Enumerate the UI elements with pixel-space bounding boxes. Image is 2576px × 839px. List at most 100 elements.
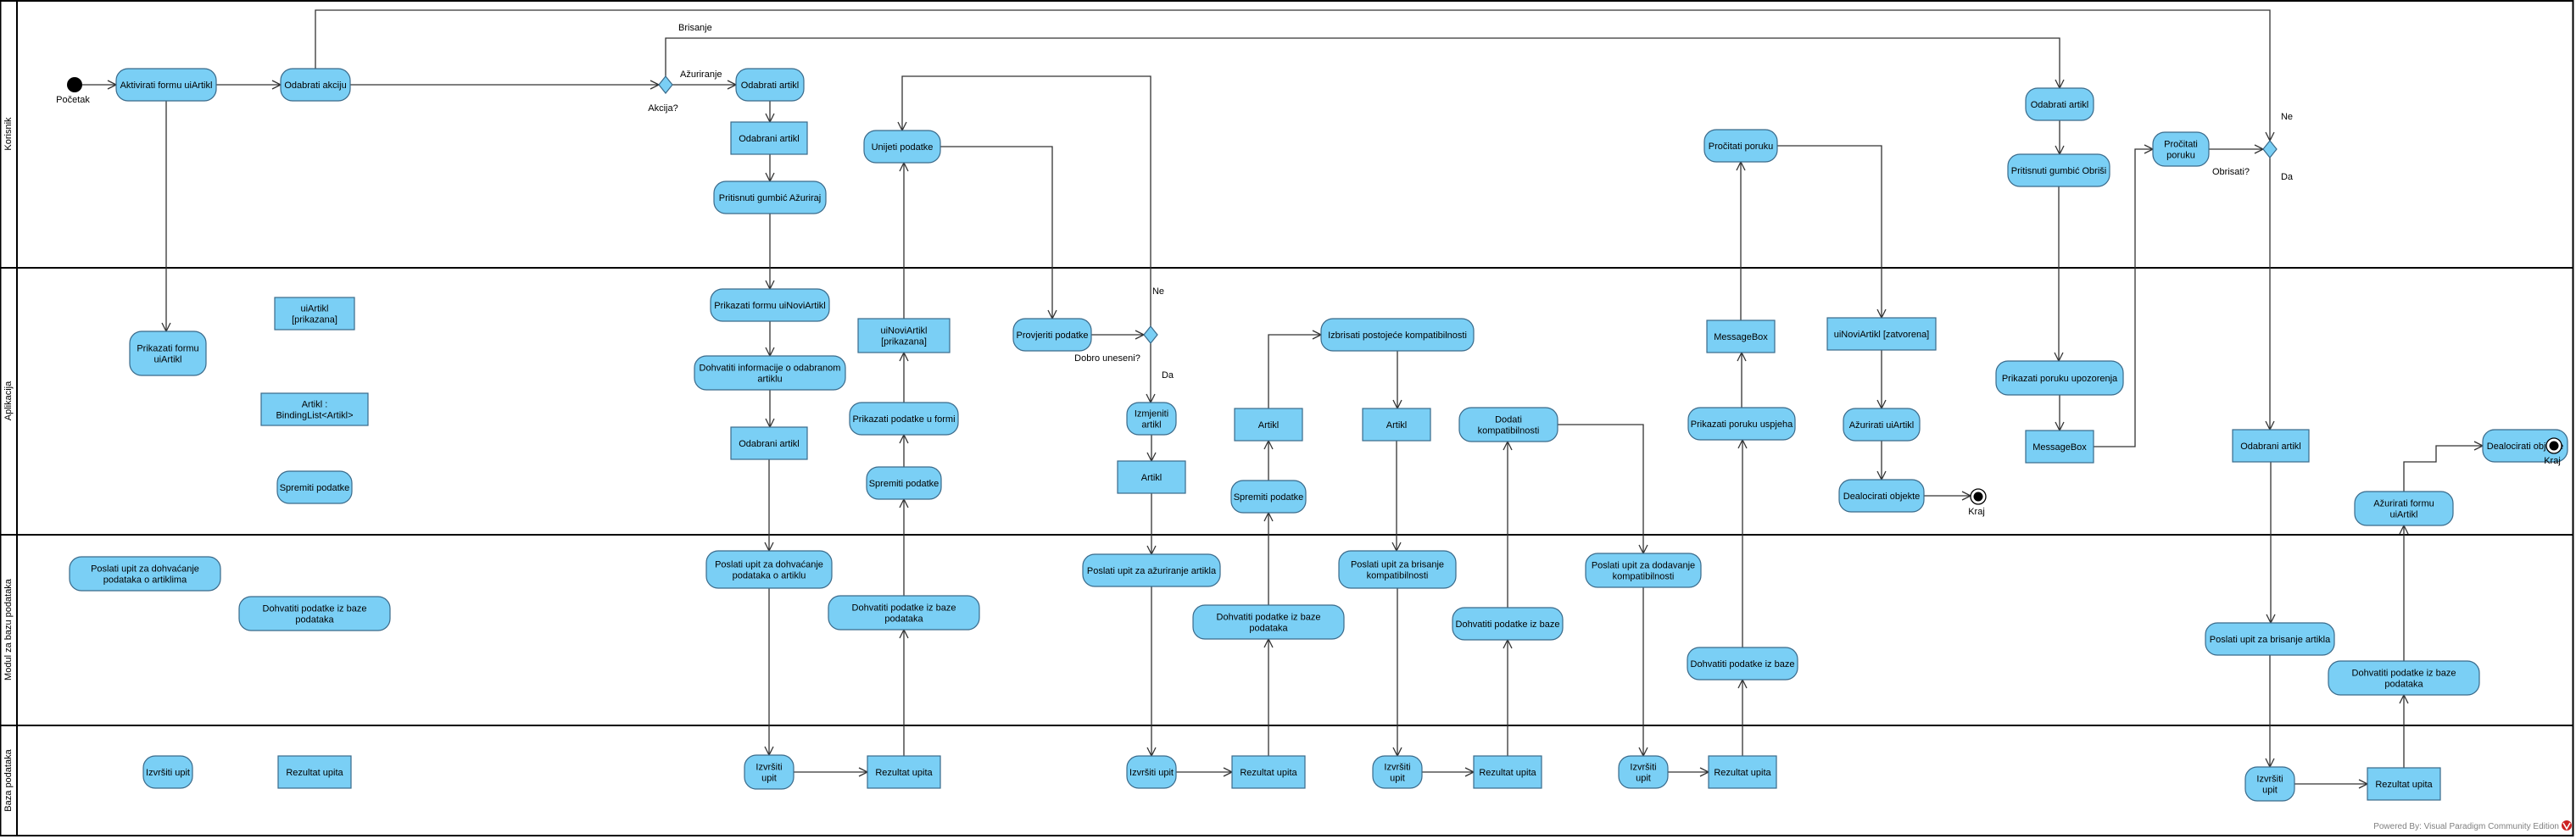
node-rezultat-upita-3: Rezultat upita xyxy=(1231,755,1306,789)
vp-logo-icon xyxy=(2562,820,2572,831)
node-label: Rezultat upita xyxy=(286,768,343,778)
node-dealocirati-objekte-2: Dealocirati objekte xyxy=(2482,429,2568,463)
node-poslati-upit-azuriranje: Poslati upit za ažuriranje artikla xyxy=(1082,553,1221,587)
decision-dobro-uneseni xyxy=(1143,325,1158,344)
footer-credit: Powered By: Visual Paradigm Community Ed… xyxy=(2373,822,2559,831)
label-kraj-2: Kraj xyxy=(2544,456,2561,466)
node-procitati-poruku-1: Pročitati poruku xyxy=(1703,129,1778,163)
node-label: Ažurirati uiArtikl xyxy=(1849,420,1914,431)
node-label: Poslati upit za brisanje artikla xyxy=(2210,635,2331,645)
node-izvrsiti-upit-1: Izvršiti upit xyxy=(142,755,193,789)
nodes: Aktivirati formu uiArtikl Odabrati akciju… xyxy=(67,68,2568,802)
label-ne-2: Ne xyxy=(2281,112,2293,122)
node-label: Pritisnuti gumbić Ažuriraj xyxy=(719,193,821,203)
flow-edge xyxy=(940,146,1052,319)
node-label: Dealocirati objekte xyxy=(1843,492,1921,502)
control-flows xyxy=(82,9,2568,784)
swimlane-labels: Korisnik Aplikacija Modul za bazu podata… xyxy=(3,117,14,812)
node-label: Pritisnuti gumbić Obriši xyxy=(2011,166,2106,176)
node-messagebox-1: MessageBox xyxy=(1706,319,1776,353)
node-label: Aktivirati formu uiArtikl xyxy=(120,81,213,91)
final-node-2 xyxy=(2545,437,2562,454)
node-uinoviartikl-prikazana: uiNoviArtikl[prikazana] xyxy=(857,318,951,353)
node-label: Prikazati podatke u formi xyxy=(852,414,955,425)
node-label: Artikl xyxy=(1258,420,1279,431)
node-label: Prikazati poruku uspjeha xyxy=(1691,420,1793,430)
flow-labels: PočetakKrajKrajBrisanjeAžuriranjeAkcija?… xyxy=(56,23,2561,517)
label-da-1: Da xyxy=(1162,370,1174,381)
node-provjeriti-podatke: Provjeriti podatke xyxy=(1012,318,1092,352)
node-label: Spremiti podatke xyxy=(280,483,350,493)
node-rezultat-upita-4: Rezultat upita xyxy=(1473,755,1542,789)
node-label: Dohvatiti podatke iz baze xyxy=(1691,659,1795,670)
node-label: uiNoviArtikl[prikazana] xyxy=(880,326,927,347)
lane-label-baza: Baza podataka xyxy=(3,748,14,811)
node-label: MessageBox xyxy=(2032,442,2087,453)
node-label: Izvršiti upit xyxy=(1129,768,1174,778)
node-prikazati-poruku-uspjeha: Prikazati poruku uspjeha xyxy=(1687,407,1796,441)
flow-edge xyxy=(1558,424,1643,553)
node-label: Odabrani artikl xyxy=(2240,442,2301,452)
node-label: Izbrisati postojeće kompatibilnosti xyxy=(1328,331,1467,341)
node-label: Rezultat upita xyxy=(1479,768,1536,778)
node-poslati-upit-brisanje-artikla: Poslati upit za brisanje artikla xyxy=(2205,622,2335,656)
node-artikl-obj-1: Artikl xyxy=(1117,460,1186,494)
flow-edge xyxy=(315,9,2270,141)
node-odabrani-artikl-obj-3: Odabrani artikl xyxy=(2232,429,2310,463)
node-odabrati-akciju: Odabrati akciju xyxy=(280,68,351,102)
initial-node xyxy=(67,77,82,92)
node-label: Provjeriti podatke xyxy=(1017,331,1089,341)
label-ne-1: Ne xyxy=(1152,286,1164,297)
node-label: Pročitati poruku xyxy=(1709,142,1773,152)
lane-label-korisnik: Korisnik xyxy=(3,117,14,151)
label-obrisati: Obrisati? xyxy=(2212,167,2250,177)
node-pritisnuti-obrisi: Pritisnuti gumbić Obriši xyxy=(2007,153,2110,187)
flow-edge xyxy=(1777,145,1882,318)
node-artikl-obj-2: Artikl xyxy=(1234,408,1303,442)
node-label: Spremiti podatke xyxy=(1234,492,1304,503)
node-label: Rezultat upita xyxy=(2375,780,2433,790)
node-prikazati-poruku-upozorenja: Prikazati poruku upozorenja xyxy=(1995,360,2124,396)
node-label: Odabrati artikl xyxy=(741,81,799,91)
node-label: Odabrani artikl xyxy=(739,134,800,144)
node-label: Prikazati formu uiNoviArtikl xyxy=(714,301,825,311)
node-rezultat-upita-1: Rezultat upita xyxy=(277,755,352,789)
decision-obrisati xyxy=(2262,140,2278,158)
node-izvrsiti-upit-3: Izvršiti upit xyxy=(1126,755,1177,789)
decision-akcija xyxy=(658,75,673,94)
node-label: Spremiti podatke xyxy=(869,479,940,489)
node-uiartikl-prikazana: uiArtikl[prikazana] xyxy=(274,297,355,331)
flow-edge xyxy=(2094,149,2153,447)
node-spremiti-podatke-3: Spremiti podatke xyxy=(1230,480,1307,514)
node-label: Artikl :BindingList<Artikl> xyxy=(276,400,353,421)
node-label: Rezultat upita xyxy=(1240,768,1297,778)
node-aktivirati-formu: Aktivirati formu uiArtikl xyxy=(115,68,217,102)
node-odabrani-artikl-obj-1: Odabrani artikl xyxy=(730,121,808,155)
node-artikl-bindinglist: Artikl :BindingList<Artikl> xyxy=(260,392,369,426)
node-artikl-obj-3: Artikl xyxy=(1362,408,1431,442)
node-rezultat-upita-6: Rezultat upita xyxy=(2367,767,2441,801)
node-label: uiNoviArtikl [zatvorena] xyxy=(1834,330,1930,340)
